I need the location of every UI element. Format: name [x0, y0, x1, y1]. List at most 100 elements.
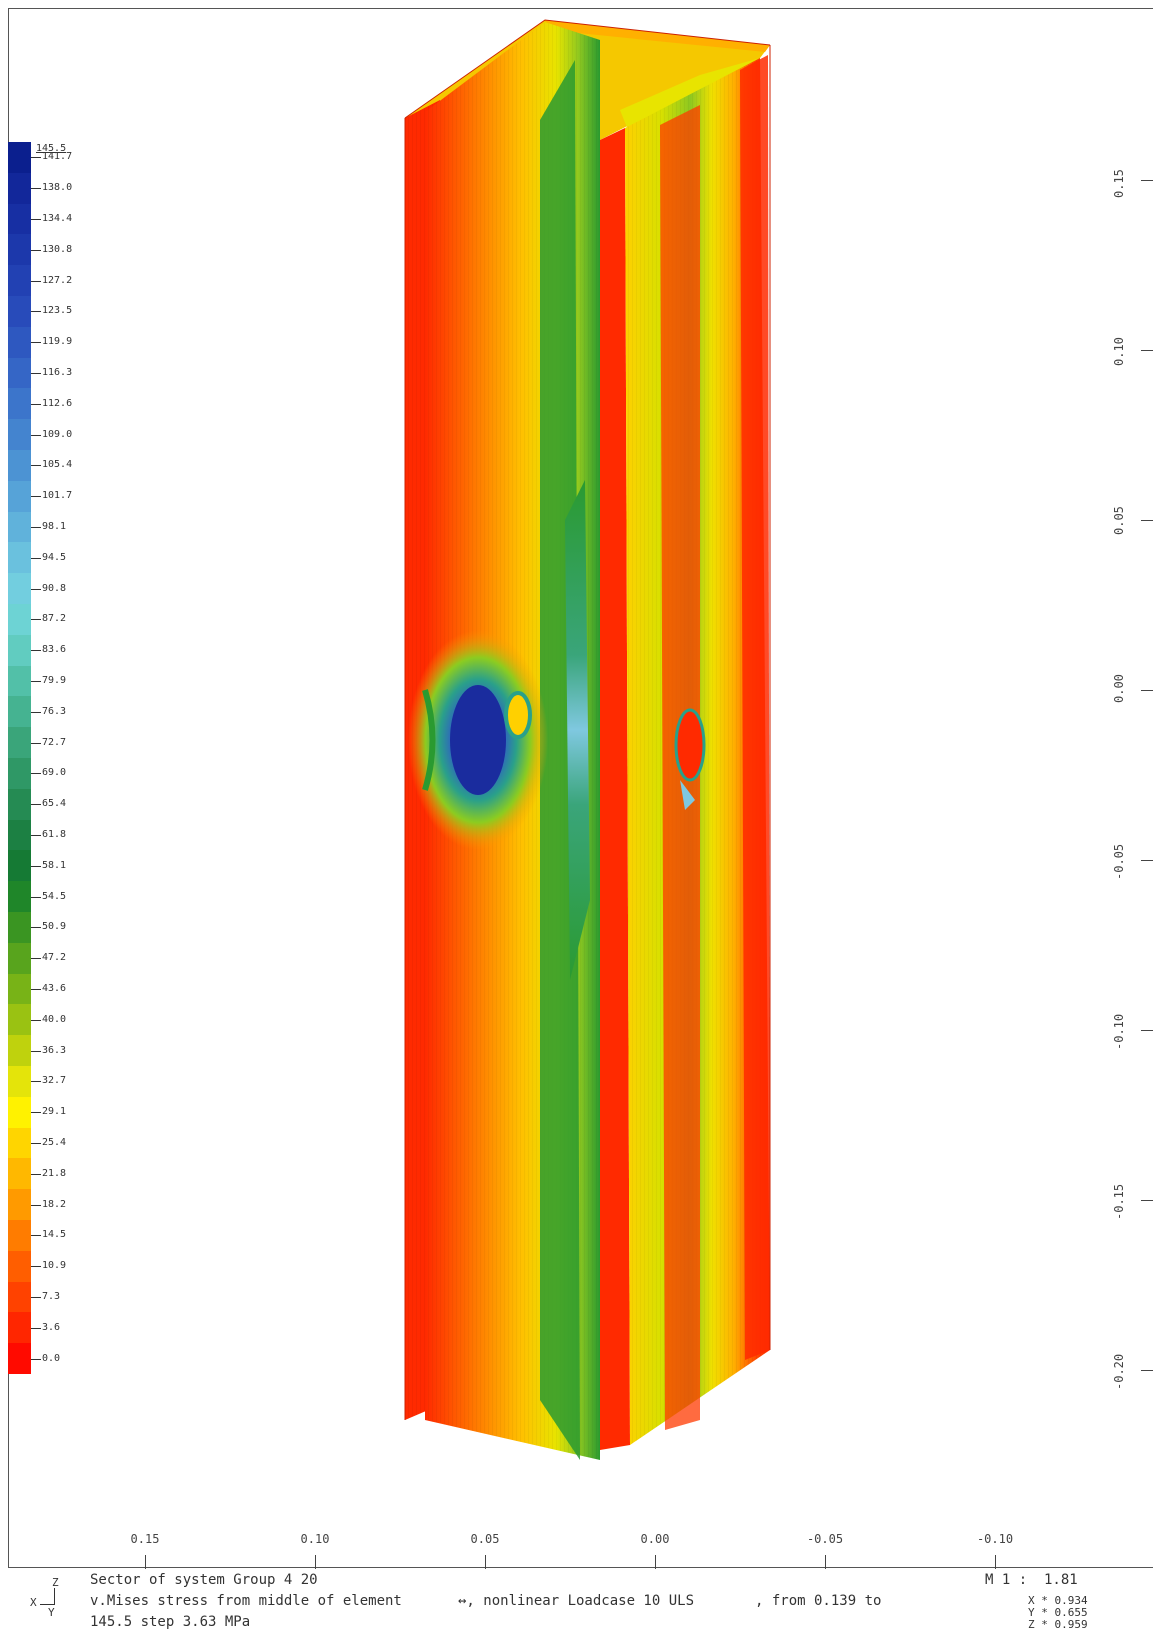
footer-range: , from 0.139 to [755, 1593, 882, 1609]
legend-tick [31, 804, 41, 806]
legend-row: 112.6 [8, 388, 88, 420]
legend-tick [31, 1173, 41, 1175]
legend-tick [31, 249, 41, 251]
legend-label: 25.4 [42, 1136, 67, 1148]
legend-tick [31, 434, 41, 436]
legend-tick [31, 1204, 41, 1206]
legend-tick [31, 896, 41, 898]
legend-tick [31, 1112, 41, 1114]
legend-label: 83.6 [42, 644, 67, 656]
legend-row: 101.7 [8, 480, 88, 513]
axis-z-label: Z [52, 1576, 59, 1589]
legend-label: 116.3 [42, 366, 73, 378]
legend-swatch [8, 942, 31, 975]
legend-swatch [8, 511, 31, 543]
legend-tick [31, 1235, 41, 1237]
legend-swatch [8, 973, 31, 1005]
legend-row: 105.4 [8, 450, 88, 482]
x-tick-label: 0.15 [130, 1532, 160, 1546]
legend-row: 83.6 [8, 634, 88, 667]
legend-row: 79.9 [8, 665, 88, 698]
legend-tick [31, 588, 41, 590]
legend-swatch [8, 1127, 31, 1159]
legend-row: 127.2 [8, 265, 88, 297]
legend-label: 43.6 [42, 982, 67, 994]
legend-label: 105.4 [42, 459, 73, 471]
legend-row: 18.2 [8, 1189, 88, 1221]
x-tick-label: 0.00 [640, 1532, 670, 1546]
x-tick-mark [485, 1555, 486, 1569]
legend-swatch [8, 788, 31, 821]
legend-tick [31, 742, 41, 744]
y-tick-label: 0.05 [1112, 506, 1126, 535]
legend-tick [31, 342, 41, 344]
y-tick-mark [1141, 350, 1153, 351]
legend-label: 54.5 [42, 890, 67, 902]
footer-coord-x: X * 0.934 [1028, 1594, 1088, 1607]
legend-label: 47.2 [42, 952, 67, 964]
legend-tick [31, 1081, 41, 1083]
legend-tick [31, 1296, 41, 1298]
y-tick-mark [1141, 690, 1153, 691]
legend-row: 76.3 [8, 696, 88, 728]
legend-label: 7.3 [42, 1290, 61, 1302]
legend-swatch [8, 696, 31, 728]
legend-tick [31, 680, 41, 682]
legend-swatch [8, 1035, 31, 1067]
legend-swatch [8, 357, 31, 389]
stress-model [404, 19, 771, 1460]
legend-tick [31, 988, 41, 990]
legend-label: 138.0 [42, 182, 73, 194]
legend-swatch [8, 850, 31, 882]
legend-row: 0.0 [8, 1343, 88, 1375]
axes-orientation-icon: Z X Y [30, 1576, 70, 1619]
legend-label: 18.2 [42, 1198, 67, 1210]
legend-swatch [8, 388, 31, 420]
x-tick-label: 0.10 [300, 1532, 330, 1546]
footer-loadcase: ↔, nonlinear Loadcase 10 ULS [458, 1593, 695, 1609]
legend-label: 36.3 [42, 1044, 67, 1056]
legend-label: 50.9 [42, 921, 67, 933]
legend-swatch [8, 450, 31, 482]
legend-row: 14.5 [8, 1220, 88, 1252]
legend-row: 29.1 [8, 1096, 88, 1129]
legend-row: 119.9 [8, 326, 88, 359]
axis-y-label: Y [48, 1606, 55, 1619]
legend-label: 130.8 [42, 243, 73, 255]
legend-label: 58.1 [42, 859, 67, 871]
legend-swatch [8, 1066, 31, 1098]
legend-row: 94.5 [8, 542, 88, 574]
legend-label: 87.2 [42, 613, 67, 625]
legend-tick [31, 927, 41, 929]
y-tick-label: 0.10 [1112, 337, 1126, 366]
legend-label: 127.2 [42, 274, 73, 286]
legend-tick [31, 465, 41, 467]
legend-tick [31, 865, 41, 867]
legend-swatch [8, 665, 31, 697]
legend-label: 76.3 [42, 705, 67, 717]
footer-step: 145.5 step 3.63 MPa [90, 1614, 251, 1630]
legend-swatch [8, 573, 31, 605]
legend-label: 3.6 [42, 1321, 61, 1333]
legend-tick [31, 372, 41, 374]
legend-row: 21.8 [8, 1158, 88, 1190]
legend-label: 134.4 [42, 212, 73, 224]
legend-row: 36.3 [8, 1035, 88, 1067]
x-tick-label: -0.05 [806, 1532, 844, 1546]
legend-label: 94.5 [42, 551, 67, 563]
legend-swatch [8, 1281, 31, 1313]
legend-label: 101.7 [42, 490, 73, 502]
footer-coord-z: Z * 0.959 [1028, 1618, 1088, 1631]
legend-swatch [8, 1220, 31, 1252]
legend-label: 141.7 [42, 151, 73, 163]
legend-tick [31, 1142, 41, 1144]
legend-tick [31, 188, 41, 190]
legend-row: 109.0 [8, 419, 88, 451]
legend-row: 50.9 [8, 912, 88, 944]
x-tick-mark [315, 1555, 316, 1569]
legend-tick [31, 650, 41, 652]
legend-row: 98.1 [8, 511, 88, 544]
legend-tick [31, 773, 41, 775]
legend-row: 32.7 [8, 1066, 88, 1098]
legend-label: 123.5 [42, 305, 73, 317]
